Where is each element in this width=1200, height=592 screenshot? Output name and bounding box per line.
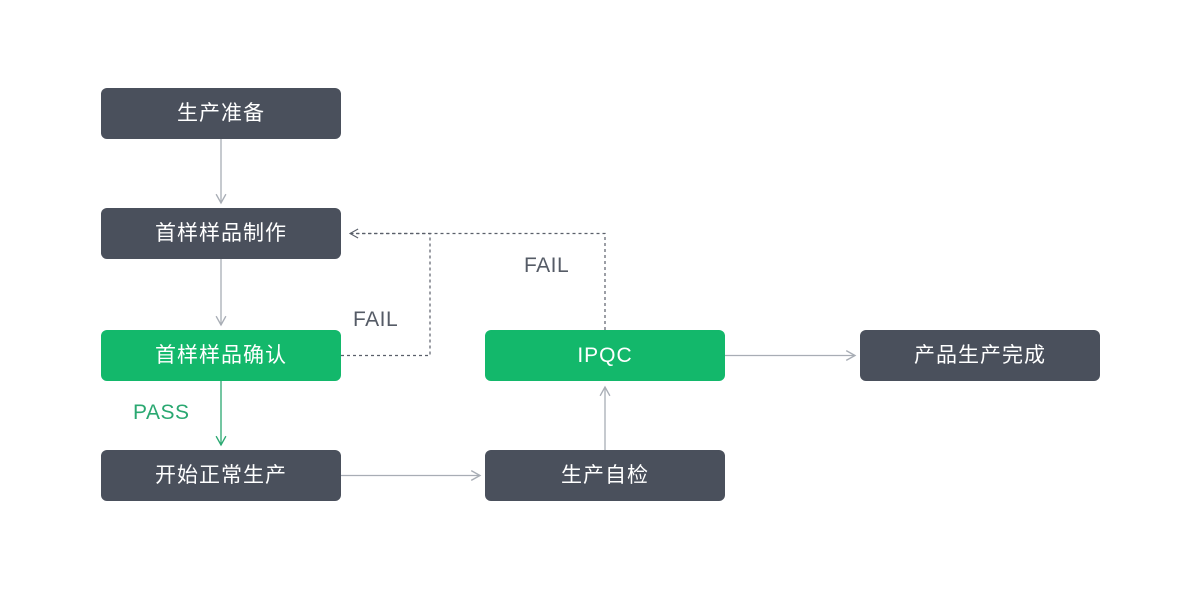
node-label: 首样样品确认 [155,344,287,367]
node-production-self-inspection[interactable]: 生产自检 [485,450,725,501]
node-label: 产品生产完成 [914,344,1046,367]
node-label: 生产自检 [561,464,649,487]
node-label: 开始正常生产 [155,464,287,487]
edge-ipqc-fail-to-sample [352,232,606,330]
node-first-sample-confirmation[interactable]: 首样样品确认 [101,330,341,381]
edge-label-pass-confirm: PASS [133,401,190,424]
node-first-sample-production[interactable]: 首样样品制作 [101,208,341,259]
node-label: 首样样品制作 [155,222,287,245]
node-ipqc[interactable]: IPQC [485,330,725,381]
node-production-completed[interactable]: 产品生产完成 [860,330,1100,381]
edge-confirm-fail-to-sample [341,228,431,357]
node-start-normal-production[interactable]: 开始正常生产 [101,450,341,501]
node-production-preparation[interactable]: 生产准备 [101,88,341,139]
node-label: IPQC [577,344,633,367]
edge-label-fail-ipqc: FAIL [524,254,570,277]
node-label: 生产准备 [177,102,265,125]
edge-label-fail-confirm: FAIL [353,308,399,331]
